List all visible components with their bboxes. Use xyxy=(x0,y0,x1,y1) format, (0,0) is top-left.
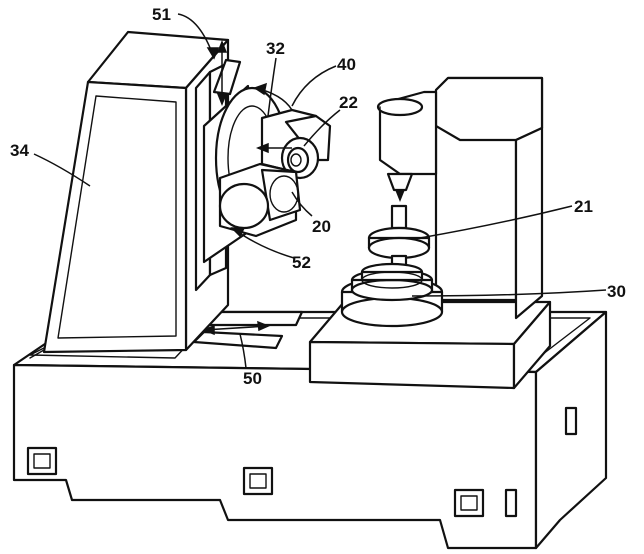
leader-30 xyxy=(411,289,607,297)
reference-labels: 51 32 40 22 34 21 20 52 30 50 xyxy=(10,5,626,388)
rail-arrowhead-left xyxy=(201,324,215,336)
base-side-slot-upper xyxy=(564,406,578,436)
label-32: 32 xyxy=(266,39,285,58)
leader-50 xyxy=(239,333,247,369)
leader-32 xyxy=(267,57,277,117)
label-30: 30 xyxy=(607,282,626,301)
label-22: 22 xyxy=(339,93,358,112)
label-50: 50 xyxy=(243,369,262,388)
base-window-right xyxy=(453,488,485,518)
rotation-arrowhead xyxy=(253,82,267,96)
vertical-arrowhead-down xyxy=(216,93,228,107)
label-52: 52 xyxy=(292,253,311,272)
label-34: 34 xyxy=(10,141,29,160)
leader-34 xyxy=(33,153,91,187)
rail-arrowhead-right xyxy=(257,320,270,332)
label-40: 40 xyxy=(337,55,356,74)
leader-lines xyxy=(33,13,607,369)
right-tower xyxy=(308,76,552,390)
slide-rails xyxy=(192,310,304,350)
base-window-left xyxy=(26,446,58,476)
leader-40 xyxy=(291,65,337,107)
label-20: 20 xyxy=(312,217,331,236)
leader-21 xyxy=(419,205,573,239)
leader-22 xyxy=(303,109,341,147)
base-side-slot-lower xyxy=(504,488,518,518)
spindle-head xyxy=(218,108,332,238)
label-51: 51 xyxy=(152,5,171,24)
horizontal-arrowhead xyxy=(255,142,269,154)
vertical-arrowhead-up xyxy=(216,39,228,53)
base-window-center xyxy=(242,466,274,496)
label-21: 21 xyxy=(574,197,593,216)
leader-20 xyxy=(291,191,313,217)
